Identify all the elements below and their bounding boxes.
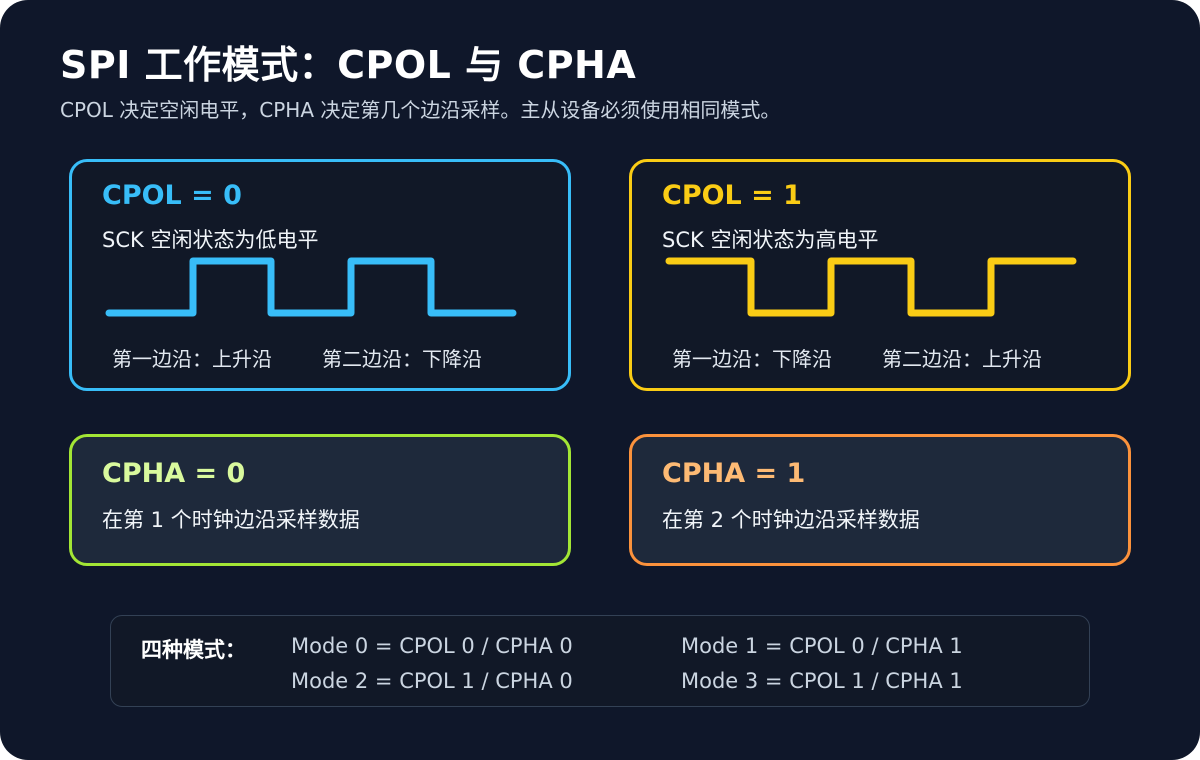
- cpol0-second-edge: 第二边沿：下降沿: [322, 347, 482, 371]
- mode-3: Mode 3 = CPOL 1 / CPHA 1: [681, 669, 963, 693]
- mode-2: Mode 2 = CPOL 1 / CPHA 0: [291, 669, 573, 693]
- cpol0-title: CPOL = 0: [102, 180, 242, 211]
- cpha0-desc: 在第 1 个时钟边沿采样数据: [102, 508, 360, 532]
- modes-summary-label: 四种模式：: [141, 638, 246, 662]
- cpha1-card: CPHA = 1 在第 2 个时钟边沿采样数据: [629, 434, 1131, 566]
- cpha1-desc: 在第 2 个时钟边沿采样数据: [662, 508, 920, 532]
- cpol0-clock-waveform: [105, 257, 517, 317]
- cpol1-title: CPOL = 1: [662, 180, 802, 211]
- mode-1: Mode 1 = CPOL 0 / CPHA 1: [681, 634, 963, 658]
- cpha0-card: CPHA = 0 在第 1 个时钟边沿采样数据: [69, 434, 571, 566]
- modes-summary: 四种模式： Mode 0 = CPOL 0 / CPHA 0 Mode 1 = …: [110, 615, 1090, 707]
- cpol0-first-edge: 第一边沿：上升沿: [112, 347, 272, 371]
- page-title: SPI 工作模式：CPOL 与 CPHA: [60, 43, 637, 87]
- cpol1-clock-waveform: [665, 257, 1077, 317]
- cpol1-card: CPOL = 1 SCK 空闲状态为高电平 第一边沿：下降沿 第二边沿：上升沿: [629, 159, 1131, 391]
- mode-0: Mode 0 = CPOL 0 / CPHA 0: [291, 634, 573, 658]
- cpol0-desc: SCK 空闲状态为低电平: [102, 228, 319, 252]
- cpha0-title: CPHA = 0: [102, 458, 246, 489]
- cpol1-second-edge: 第二边沿：上升沿: [882, 347, 1042, 371]
- cpol1-first-edge: 第一边沿：下降沿: [672, 347, 832, 371]
- cpha1-title: CPHA = 1: [662, 458, 806, 489]
- cpol1-desc: SCK 空闲状态为高电平: [662, 228, 879, 252]
- page-subtitle: CPOL 决定空闲电平，CPHA 决定第几个边沿采样。主从设备必须使用相同模式。: [60, 98, 781, 122]
- cpol0-card: CPOL = 0 SCK 空闲状态为低电平 第一边沿：上升沿 第二边沿：下降沿: [69, 159, 571, 391]
